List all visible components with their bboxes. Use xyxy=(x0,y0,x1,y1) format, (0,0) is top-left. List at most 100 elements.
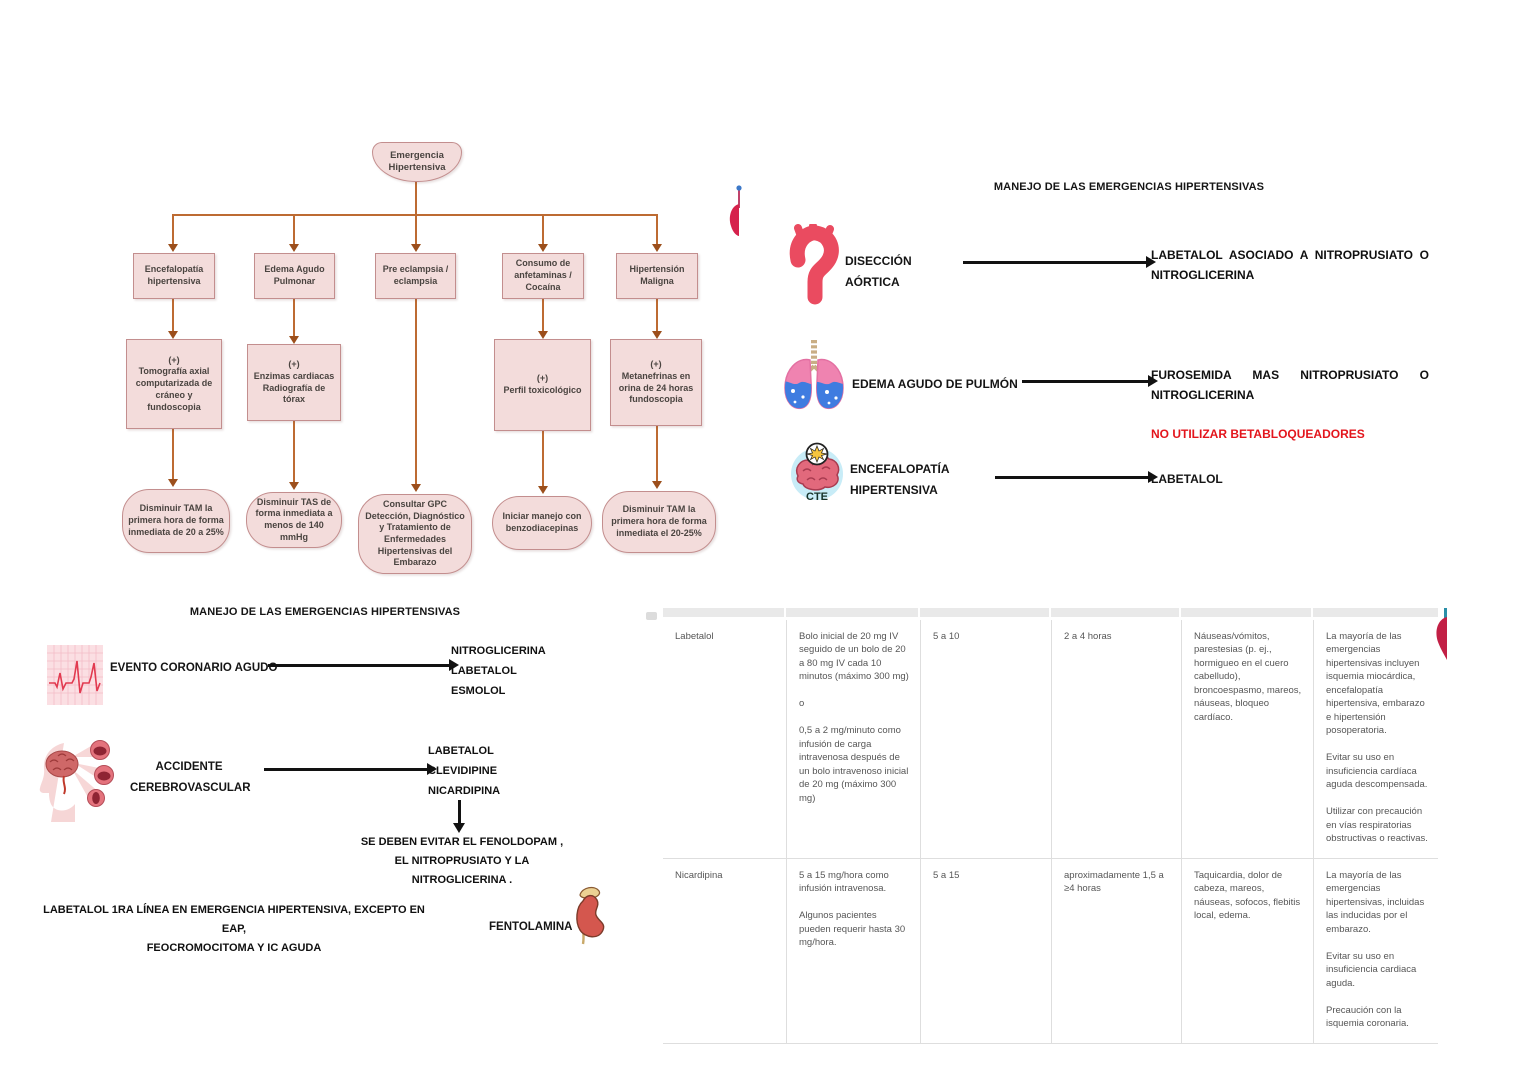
action-label: Disminuir TAM la primera hora de forma i… xyxy=(611,504,707,538)
treatment-diseccion: LABETALOL ASOCIADO A NITROPRUSIATO O NIT… xyxy=(1151,248,1429,282)
flow-connector xyxy=(415,214,417,244)
arrow xyxy=(264,763,437,775)
condition-box-encefalopatia: Encefalopatía hipertensiva xyxy=(133,253,215,299)
test-label: (+) Tomografía axial computarizada de cr… xyxy=(135,354,213,412)
cell-dose: 5 a 15 mg/hora como infusión intravenosa… xyxy=(786,857,920,1044)
action-label: Disminuir TAS de forma inmediata a menos… xyxy=(255,496,333,542)
test-label: (+) Metanefrinas en orina de 24 horas fu… xyxy=(618,359,694,405)
flow-connector xyxy=(415,180,417,215)
condition-label: Hipertensión Maligna xyxy=(629,264,685,286)
flowchart-root-label: Emergencia Hipertensiva xyxy=(388,149,446,173)
cte-label: CTE xyxy=(806,491,828,503)
arrowhead-icon xyxy=(168,479,178,487)
table-header-cell xyxy=(786,608,920,620)
flowchart-root: Emergencia Hipertensiva xyxy=(372,142,462,182)
arrow xyxy=(995,471,1158,483)
arrowhead-icon xyxy=(538,486,548,494)
section-title-left: MANEJO DE LAS EMERGENCIAS HIPERTENSIVAS xyxy=(189,606,461,618)
arrowhead-icon xyxy=(411,244,421,252)
table-strip-notch xyxy=(646,612,657,620)
fentolamina-label: FENTOLAMINA xyxy=(489,921,573,933)
condition-encefalopatia: ENCEFALOPATÍA HIPERTENSIVA xyxy=(850,462,950,497)
flow-connector xyxy=(293,299,295,336)
action-label: Disminuir TAM la primera hora de forma i… xyxy=(128,503,224,537)
cell-adverse: Taquicardia, dolor de cabeza, mareos, ná… xyxy=(1181,857,1313,1044)
table-header-cell xyxy=(920,608,1051,620)
cell-adverse: Náuseas/vómitos, parestesias (p. ej., ho… xyxy=(1181,620,1313,858)
table-header-cell xyxy=(1181,608,1313,620)
test-label: (+) Perfil toxicológico xyxy=(503,373,582,395)
flow-connector xyxy=(542,214,544,244)
arrow xyxy=(268,659,459,671)
cell-indications: La mayoría de las emergencias hipertensi… xyxy=(1313,620,1438,858)
condition-box-edema: Edema Agudo Pulmonar xyxy=(254,253,335,299)
cell-duration: 2 a 4 horas xyxy=(1051,620,1181,858)
test-label: (+) Enzimas cardiacas Radiografía de tór… xyxy=(253,359,335,405)
treatment-coronario: NITROGLICERINA LABETALOL ESMOLOL xyxy=(451,645,546,697)
cell-dose: Bolo inicial de 20 mg IV seguido de un b… xyxy=(786,620,920,858)
warning-betabloqueadores: NO UTILIZAR BETABLOQUEADORES xyxy=(1151,427,1365,441)
action-box-gpc: Consultar GPC Detección, Diagnóstico y T… xyxy=(358,494,472,574)
ecg-icon xyxy=(47,645,103,705)
arrowhead-icon xyxy=(168,244,178,252)
section-title-right: MANEJO DE LAS EMERGENCIAS HIPERTENSIVAS xyxy=(993,181,1265,193)
lungs-icon xyxy=(784,340,844,410)
table-header-cell xyxy=(663,608,786,620)
test-box-tomografia: (+) Tomografía axial computarizada de cr… xyxy=(126,339,222,429)
cell-onset: 5 a 10 xyxy=(920,620,1051,858)
labetalol-note: LABETALOL 1RA LÍNEA EN EMERGENCIA HIPERT… xyxy=(43,904,425,954)
arrowhead-icon xyxy=(411,484,421,492)
kidney-icon xyxy=(576,886,605,945)
treatment-edema: FUROSEMIDA MAS NITROPRUSIATO O NITROGLIC… xyxy=(1151,368,1429,402)
test-box-toxicologico: (+) Perfil toxicológico xyxy=(494,339,591,431)
arrow xyxy=(1022,375,1158,387)
cell-onset: 5 a 15 xyxy=(920,857,1051,1044)
test-box-enzimas: (+) Enzimas cardiacas Radiografía de tór… xyxy=(247,344,341,421)
arrow-down xyxy=(453,800,465,833)
action-label: Iniciar manejo con benzodiacepinas xyxy=(502,511,582,533)
arrowhead-icon xyxy=(538,244,548,252)
flow-connector xyxy=(415,299,417,484)
arrowhead-icon xyxy=(289,244,299,252)
test-box-metanefrinas: (+) Metanefrinas en orina de 24 horas fu… xyxy=(610,339,702,426)
condition-box-maligna: Hipertensión Maligna xyxy=(616,253,698,299)
flow-connector xyxy=(293,421,295,482)
arrowhead-icon xyxy=(652,331,662,339)
condition-label: Consumo de anfetaminas / Cocaína xyxy=(514,258,572,292)
condition-label: Edema Agudo Pulmonar xyxy=(264,264,325,286)
aorta-icon xyxy=(789,224,839,305)
arrowhead-icon xyxy=(652,244,662,252)
arrow xyxy=(963,256,1156,268)
cell-drug: Nicardipina xyxy=(663,857,786,1044)
pin-icon xyxy=(729,185,742,236)
arrowhead-icon xyxy=(538,331,548,339)
flow-connector xyxy=(542,299,544,331)
treatment-acv: LABETALOL CLEVIDIPINE NICARDIPINA xyxy=(428,745,501,797)
brain-cte-icon: CTE xyxy=(791,442,843,503)
arrowhead-icon xyxy=(168,331,178,339)
table-header-cell xyxy=(1051,608,1181,620)
drug-table: Labetalol Bolo inicial de 20 mg IV segui… xyxy=(663,608,1438,1044)
cell-drug: Labetalol xyxy=(675,631,714,642)
flow-connector xyxy=(542,431,544,486)
table-header-cell xyxy=(1313,608,1438,620)
flow-connector xyxy=(656,426,658,481)
condition-evento-coronario: EVENTO CORONARIO AGUDO xyxy=(110,662,278,674)
flow-connector xyxy=(656,214,658,244)
action-box-tas: Disminuir TAS de forma inmediata a menos… xyxy=(246,492,342,548)
condition-acv: ACCIDENTE CEREBROVASCULAR xyxy=(130,761,251,794)
ribbon-icon xyxy=(1436,608,1447,660)
condition-label: Encefalopatía hipertensiva xyxy=(144,264,204,286)
flow-connector xyxy=(172,299,174,331)
action-box-benzodiacepinas: Iniciar manejo con benzodiacepinas xyxy=(492,496,592,550)
caution-acv: SE DEBEN EVITAR EL FENOLDOPAM , EL NITRO… xyxy=(360,836,564,886)
condition-label: Pre eclampsia / eclampsia xyxy=(382,264,449,286)
condition-box-preeclampsia: Pre eclampsia / eclampsia xyxy=(375,253,456,299)
condition-edema-pulmon: EDEMA AGUDO DE PULMÓN xyxy=(852,377,1018,391)
treatment-encefalopatia: LABETALOL xyxy=(1151,472,1223,486)
cell-duration: aproximadamente 1,5 a ≥4 horas xyxy=(1051,857,1181,1044)
condition-diseccion-aortica: DISECCIÓN AÓRTICA xyxy=(845,254,912,289)
arrowhead-icon xyxy=(289,336,299,344)
action-box-tam: Disminuir TAM la primera hora de forma i… xyxy=(122,489,230,553)
